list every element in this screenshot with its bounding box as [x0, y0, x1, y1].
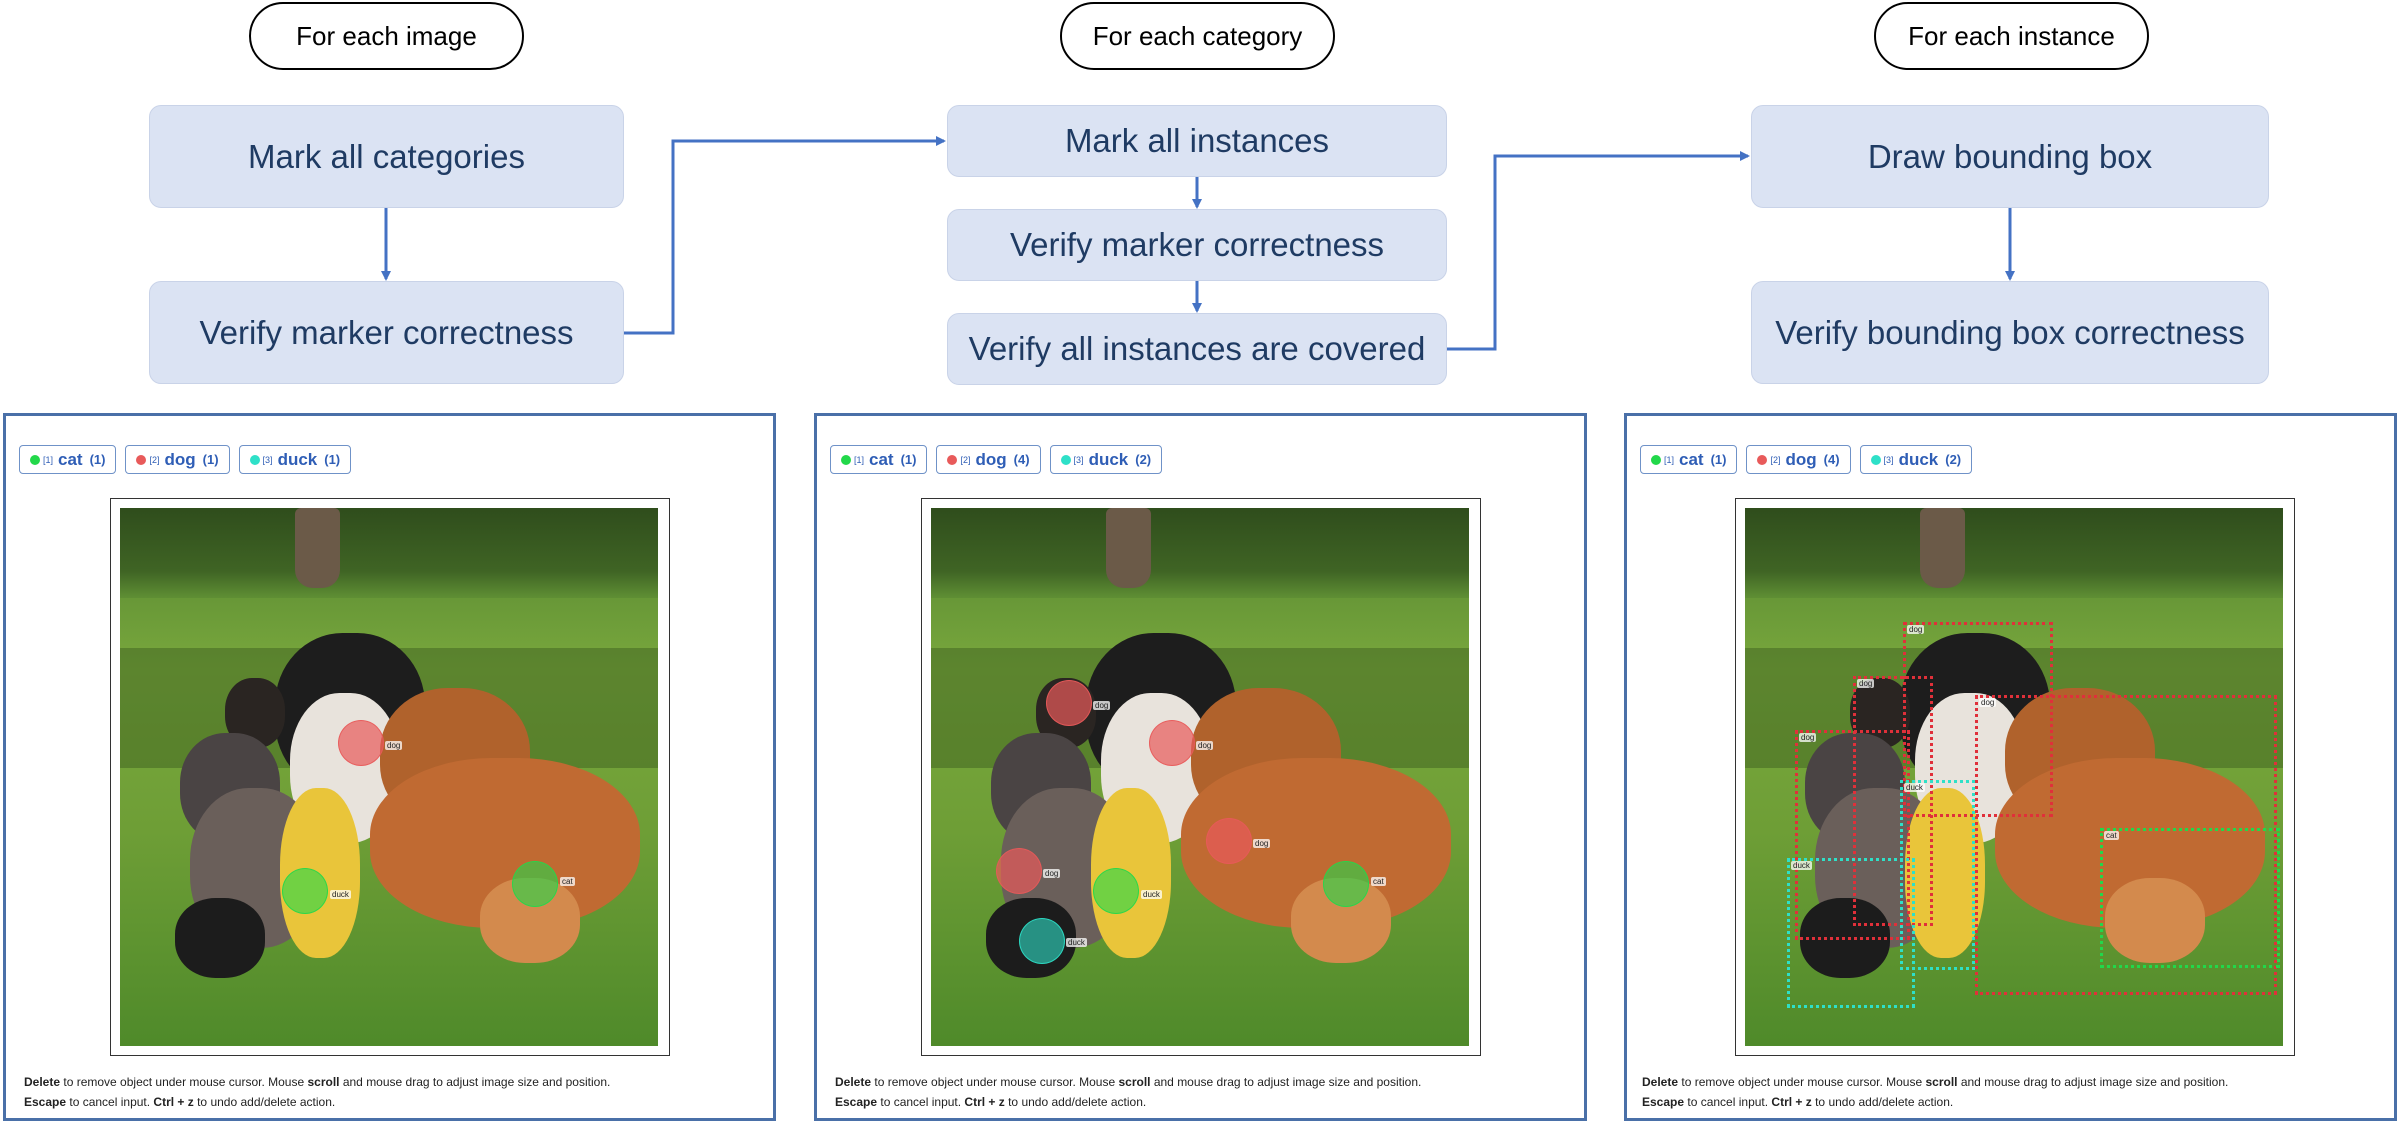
phase-image-header: For each image	[249, 2, 524, 70]
arrow-image-to-category	[624, 136, 946, 335]
annotation-panel-image: [1]cat(1) [2]dog(1) [3]duck(1) dog duck …	[3, 413, 776, 1121]
marker-dog[interactable]	[1149, 720, 1195, 766]
help-text: Delete to remove object under mouse curs…	[835, 1075, 1422, 1109]
marker-duck[interactable]	[1019, 918, 1065, 964]
bbox-label-duck: duck	[1904, 783, 1925, 792]
bbox-duck[interactable]	[1787, 858, 1915, 1008]
marker-duck[interactable]	[282, 868, 328, 914]
step-verify-bbox: Verify bounding box correctness	[1751, 281, 2269, 384]
dog-color-dot	[947, 454, 958, 465]
category-chips: [1]cat(1) [2]dog(1) [3]duck(1)	[19, 445, 352, 474]
dog-color-dot	[1757, 454, 1768, 465]
marker-dog[interactable]	[1206, 818, 1252, 864]
marker-dog[interactable]	[1046, 680, 1092, 726]
phase-label: For each category	[1092, 20, 1303, 51]
marker-cat[interactable]	[1323, 861, 1369, 907]
bbox-label-dog: dog	[1907, 625, 1925, 634]
cat-color-dot	[30, 454, 40, 465]
bbox-cat[interactable]	[2100, 828, 2280, 968]
phase-category-header: For each category	[1060, 2, 1335, 70]
duck-color-dot	[1870, 454, 1881, 465]
image-canvas[interactable]: dog duck cat	[110, 498, 670, 1056]
chip-duck[interactable]: [3]duck(2)	[1859, 445, 1973, 474]
bbox-label-duck: duck	[1791, 861, 1812, 870]
image-canvas[interactable]: dog dog dog dog duck duck cat	[1735, 498, 2295, 1056]
step-mark-categories: Mark all categories	[149, 105, 624, 208]
marker-label-duck: duck	[330, 890, 351, 899]
duck-color-dot	[1060, 454, 1071, 465]
chip-dog[interactable]: [2]dog(4)	[936, 445, 1041, 474]
help-text: Delete to remove object under mouse curs…	[24, 1075, 611, 1109]
marker-label-duck: duck	[1141, 890, 1162, 899]
phase-label: For each image	[296, 20, 477, 51]
phase-label: For each instance	[1908, 20, 2115, 51]
bbox-label-dog: dog	[1857, 679, 1875, 688]
marker-label-cat: cat	[1371, 877, 1386, 886]
marker-dog[interactable]	[338, 720, 384, 766]
bbox-dog[interactable]	[1903, 622, 2053, 817]
image-canvas[interactable]: dog dog dog dog duck duck cat	[921, 498, 1481, 1056]
chip-dog[interactable]: [2]dog(4)	[1746, 445, 1851, 474]
arrow-category-to-instance	[1447, 151, 1750, 351]
bbox-dog[interactable]	[1795, 730, 1910, 940]
marker-label-cat: cat	[560, 877, 575, 886]
step-verify-marker-category: Verify marker correctness	[947, 209, 1447, 281]
duck-color-dot	[249, 454, 260, 465]
chip-cat[interactable]: [1]cat(1)	[1640, 445, 1738, 474]
cat-color-dot	[841, 454, 851, 465]
cat-color-dot	[1651, 454, 1661, 465]
step-verify-marker-image: Verify marker correctness	[149, 281, 624, 384]
marker-cat[interactable]	[512, 861, 558, 907]
category-chips: [1]cat(1) [2]dog(4) [3]duck(2)	[1640, 445, 1973, 474]
step-mark-instances: Mark all instances	[947, 105, 1447, 177]
bbox-label-dog: dog	[1979, 698, 1997, 707]
annotation-panel-category: [1]cat(1) [2]dog(4) [3]duck(2) dog dog d…	[814, 413, 1587, 1121]
bbox-duck[interactable]	[1900, 780, 1975, 970]
marker-label-dog: dog	[1043, 869, 1061, 878]
chip-cat[interactable]: [1]cat(1)	[19, 445, 117, 474]
bbox-dog[interactable]	[1975, 695, 2277, 995]
photo-animals: dog duck cat	[120, 508, 658, 1046]
marker-duck[interactable]	[1093, 868, 1139, 914]
marker-label-dog: dog	[1196, 741, 1214, 750]
chip-cat[interactable]: [1]cat(1)	[830, 445, 928, 474]
bbox-dog[interactable]	[1853, 676, 1933, 926]
bbox-label-dog: dog	[1799, 733, 1817, 742]
help-text: Delete to remove object under mouse curs…	[1642, 1075, 2229, 1109]
photo-animals: dog dog dog dog duck duck cat	[1745, 508, 2283, 1046]
marker-label-dog: dog	[1093, 701, 1111, 710]
photo-animals: dog dog dog dog duck duck cat	[931, 508, 1469, 1046]
annotation-panel-instance: [1]cat(1) [2]dog(4) [3]duck(2) dog dog d…	[1624, 413, 2397, 1121]
chip-duck[interactable]: [3]duck(2)	[1049, 445, 1163, 474]
phase-instance-header: For each instance	[1874, 2, 2149, 70]
chip-dog[interactable]: [2]dog(1)	[125, 445, 230, 474]
step-draw-bbox: Draw bounding box	[1751, 105, 2269, 208]
marker-label-dog: dog	[385, 741, 403, 750]
category-chips: [1]cat(1) [2]dog(4) [3]duck(2)	[830, 445, 1163, 474]
marker-label-duck: duck	[1066, 938, 1087, 947]
step-verify-covered: Verify all instances are covered	[947, 313, 1447, 385]
bbox-label-cat: cat	[2104, 831, 2119, 840]
dog-color-dot	[136, 454, 147, 465]
chip-duck[interactable]: [3]duck(1)	[238, 445, 352, 474]
marker-dog[interactable]	[996, 848, 1042, 894]
marker-label-dog: dog	[1253, 839, 1271, 848]
